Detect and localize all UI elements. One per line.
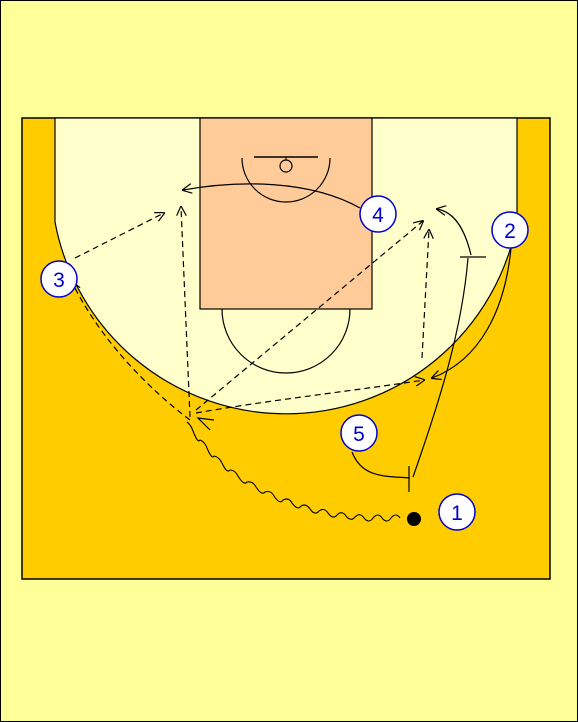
pass-line-up-lane [181,207,191,418]
player-5-circle [340,414,378,452]
basketball [407,512,421,526]
pass-line-across [195,380,424,414]
cut-path-4 [183,183,361,209]
cut-path-1-screen [412,257,469,478]
paint-lane [199,117,373,310]
rim [279,159,293,173]
curl-path [437,209,472,256]
player-2-label: 2 [504,220,516,243]
player-3-label: 3 [53,269,65,292]
cut-path-5 [351,451,411,479]
restricted-arc [241,157,331,203]
player-5-label: 5 [353,423,365,446]
player-3[interactable]: 3 [40,260,78,298]
free-throw-circle [221,308,351,374]
pass-lines [72,207,429,421]
dribble-arrowhead [196,417,215,431]
player-4-circle [359,195,397,233]
player-3-circle [40,260,78,298]
player-4-label: 4 [372,204,384,227]
pass-line-3-baseline [72,282,191,421]
player-1-circle [438,493,476,531]
cut-path-2 [432,247,512,378]
player-2[interactable]: 2 [491,211,529,249]
dribble-path [186,421,401,522]
player-1[interactable]: 1 [438,493,476,531]
player-5[interactable]: 5 [340,414,378,452]
player-2-circle [491,211,529,249]
player-4[interactable]: 4 [359,195,397,233]
player-1-label: 1 [451,502,463,525]
pass-line-3-to-top [74,213,164,259]
pass-line-right-up [421,230,429,359]
